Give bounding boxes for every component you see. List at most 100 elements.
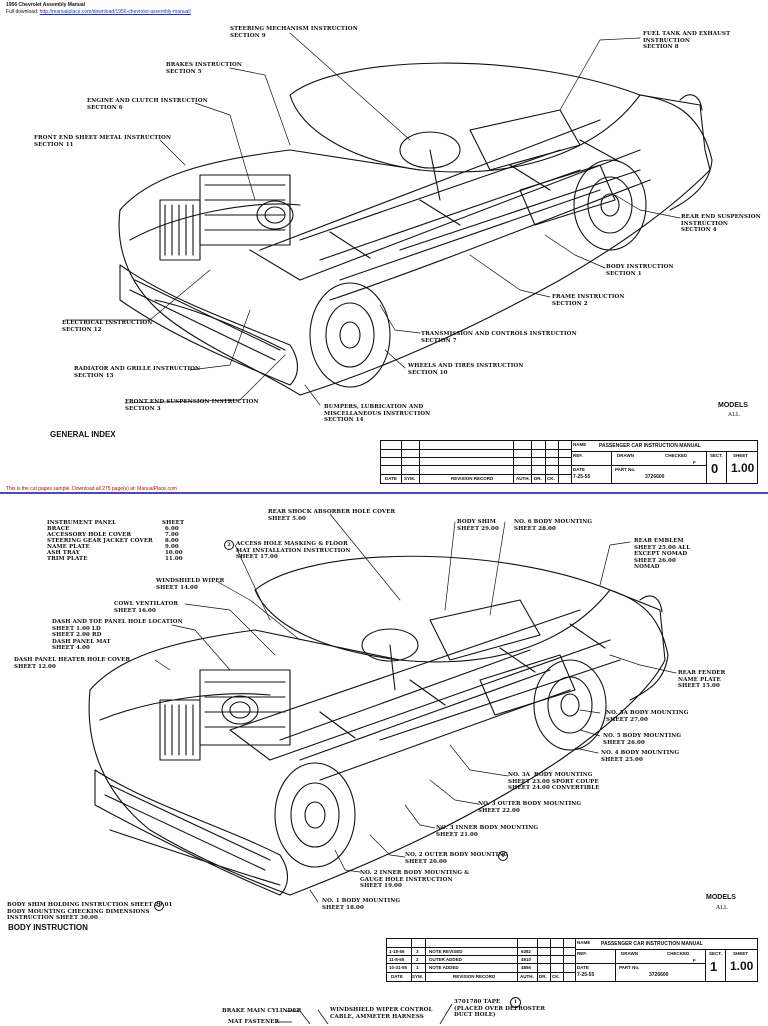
foot-date: DATE <box>385 476 397 481</box>
table2-ref-label: REF. <box>577 951 587 956</box>
label-no1-body-mounting: NO. 1 BODY MOUNTING SHEET 18.00 <box>322 898 401 911</box>
label-brakes: BRAKES INSTRUCTION SECTION 5 <box>166 62 243 75</box>
label-no3-inner-body-mounting: NO. 3 INNER BODY MOUNTING SHEET 21.00 <box>436 825 539 838</box>
circled-number-2-access-value: 2 <box>227 542 231 548</box>
circled-number-1-value: 1 <box>501 853 505 859</box>
table-name-value: PASSENGER CAR INSTRUCTION MANUAL <box>599 443 701 449</box>
label-brake-main-cylinder: BRAKE MAIN CYLINDER <box>222 1008 302 1014</box>
section-title-general-index: GENERAL INDEX <box>50 430 116 439</box>
foot-ck: CK. <box>547 476 555 481</box>
parts-list-name-2: ACCESSORY HOLE COVER <box>47 532 132 538</box>
label-electrical: ELECTRICAL INSTRUCTION SECTION 12 <box>62 320 153 333</box>
table2-sheet-value: 1.00 <box>730 959 754 973</box>
rev-sym-2: 1 <box>416 965 419 970</box>
models-label-page2: MODELS <box>706 894 736 901</box>
circled-number-1-tape: 1 <box>510 997 521 1008</box>
label-bumpers-lubrication: BUMPERS, LUBRICATION AND MISCELLANEOUS I… <box>324 404 431 423</box>
label-no3-outer-body-mounting: NO. 3 OUTER BODY MOUNTING SHEET 22.00 <box>478 801 582 814</box>
parts-list-sheet-4: 9.00 <box>165 544 179 550</box>
table2-drawn-label: DRAWN <box>621 951 638 956</box>
foot-revision-record: REVISION RECORD <box>451 476 494 481</box>
table-sheet-label: SHEET <box>733 453 749 458</box>
rev-auth-2: 4856 <box>521 965 532 970</box>
label-no2-inner-body-mounting: NO. 2 INNER BODY MOUNTING & GAUGE HOLE I… <box>360 870 470 889</box>
parts-list-sheet-3: 8.00 <box>165 538 179 544</box>
section-title-body-instruction: BODY INSTRUCTION <box>8 923 88 932</box>
models-value-page2: ALL <box>716 905 728 911</box>
table-drawn-label: DRAWN <box>617 453 634 458</box>
table2-part-label: PART No. <box>619 965 640 970</box>
label-no4-body-mounting: NO. 4 BODY MOUNTING SHEET 25.00 <box>601 750 680 763</box>
label-dash-toe-panel: DASH AND TOE PANEL HOLE LOCATION SHEET 1… <box>52 619 183 651</box>
label-body-instruction: BODY INSTRUCTION SECTION 1 <box>606 264 674 277</box>
table2-date-label: DATE <box>577 965 589 970</box>
table2-sect-label: SECT. <box>709 951 722 956</box>
download-link[interactable]: http://manualplace.com/download/1956-che… <box>39 9 191 15</box>
table2-f-value: F <box>693 958 696 963</box>
label-rear-shock-cover: REAR SHOCK ABSORBER HOLE COVER SHEET 5.0… <box>268 509 396 522</box>
table-sect-label: SECT. <box>710 453 723 458</box>
table-name-label: NAME <box>573 442 587 447</box>
table2-name-label: NAME <box>577 940 591 945</box>
parts-list-sheet-1: 6.00 <box>165 526 179 532</box>
label-mat-fastener: MAT FASTENER <box>228 1019 280 1025</box>
label-no2-outer-body-mounting: NO. 2 OUTER BODY MOUNTING SHEET 20.00 <box>405 852 509 865</box>
table2-name-value: PASSENGER CAR INSTRUCTION MANUAL <box>601 941 703 947</box>
label-steering-mechanism: STEERING MECHANISM INSTRUCTION SECTION 9 <box>230 26 358 39</box>
parts-list-name-6: TRIM PLATE <box>47 556 88 562</box>
label-no3a-body-mounting: NO. 3A BODY MOUNTING SHEET 23.00 SPORT C… <box>508 772 600 791</box>
label-no5a-body-mounting: NO. 5A BODY MOUNTING SHEET 27.00 <box>606 710 689 723</box>
sample-notice: This is the cut pages sample. Download a… <box>6 486 177 492</box>
label-rear-fender-name-plate: REAR FENDER NAME PLATE SHEET 15.00 <box>678 670 726 689</box>
foot2-auth: AUTH. <box>520 974 534 979</box>
circled-number-1-no2outer: 1 <box>498 851 508 861</box>
label-radiator-grille: RADIATOR AND GRILLE INSTRUCTION SECTION … <box>74 366 201 379</box>
foot2-sym: SYM. <box>412 974 424 979</box>
label-front-end-suspension: FRONT END SUSPENSION INSTRUCTION SECTION… <box>125 399 259 412</box>
label-wiper-control-cable: WINDSHIELD WIPER CONTROL CABLE, AMMETER … <box>330 1007 433 1020</box>
parts-list-name-3: STEERING GEAR JACKET COVER <box>47 538 153 544</box>
label-frame: FRAME INSTRUCTION SECTION 2 <box>552 294 625 307</box>
label-front-end-sheet-metal: FRONT END SHEET METAL INSTRUCTION SECTIO… <box>34 135 172 148</box>
rev-note-0: NOTE REVISED <box>429 949 463 954</box>
parts-list-name-1: BRACE <box>47 526 70 532</box>
parts-list-sheet-2: 7.00 <box>165 532 179 538</box>
parts-list-sheet-6: 11.00 <box>165 556 183 562</box>
label-cowl-ventilator: COWL VENTILATOR SHEET 16.00 <box>114 601 179 614</box>
label-no5-body-mounting: NO. 5 BODY MOUNTING SHEET 26.00 <box>603 733 682 746</box>
table-part-label: PART No. <box>615 467 636 472</box>
rev-date-0: 1-18-56 <box>389 949 405 954</box>
circled-number-2-shim: 2 <box>154 901 164 911</box>
label-wheels-tires: WHEELS AND TIRES INSTRUCTION SECTION 10 <box>408 363 524 376</box>
table-checked-label: CHECKED <box>665 453 688 458</box>
circled-number-1-tape-value: 1 <box>513 999 518 1005</box>
models-value: ALL <box>728 412 740 418</box>
parts-list-sheet-5: 10.00 <box>165 550 183 556</box>
table2-sect-value: 1 <box>710 959 718 974</box>
rev-sym-0: 3 <box>416 949 419 954</box>
parts-list-name-0: INSTRUMENT PANEL <box>47 520 117 526</box>
label-fuel-tank: FUEL TANK AND EXHAUST INSTRUCTION SECTIO… <box>643 31 731 50</box>
label-dash-heater-cover: DASH PANEL HEATER HOLE COVER SHEET 12.00 <box>14 657 131 670</box>
table2-part-value: 3726600 <box>649 972 669 978</box>
parts-list-sheet-head: SHEET <box>162 520 185 526</box>
label-tape: 3701780 TAPE (PLACED OVER DEFROSTER DUCT… <box>454 999 546 1018</box>
parts-list-name-4: NAME PLATE <box>47 544 90 550</box>
title-block-table-page1: NAME PASSENGER CAR INSTRUCTION MANUAL RE… <box>380 440 758 484</box>
label-rear-end-suspension: REAR END SUSPENSION INSTRUCTION SECTION … <box>681 214 761 233</box>
rev-auth-1: 4910 <box>521 957 532 962</box>
table-sect-value: 0 <box>711 461 719 476</box>
label-body-shim: BODY SHIM SHEET 29.00 <box>457 519 499 532</box>
label-access-hole-masking: ACCESS HOLE MASKING & FLOOR MAT INSTALLA… <box>236 541 351 560</box>
page-divider <box>0 492 768 494</box>
table2-sheet-label: SHEET <box>733 951 749 956</box>
label-windshield-wiper: WINDSHIELD WIPER SHEET 14.00 <box>156 578 225 591</box>
circled-number-2-shim-value: 2 <box>157 903 161 909</box>
table-date-value: 7-25-55 <box>573 474 591 480</box>
foot-auth: AUTH. <box>516 476 530 481</box>
parts-list-name-5: ASH TRAY <box>47 550 80 556</box>
circled-number-2-access: 2 <box>224 540 234 550</box>
table-date-label: DATE <box>573 467 585 472</box>
